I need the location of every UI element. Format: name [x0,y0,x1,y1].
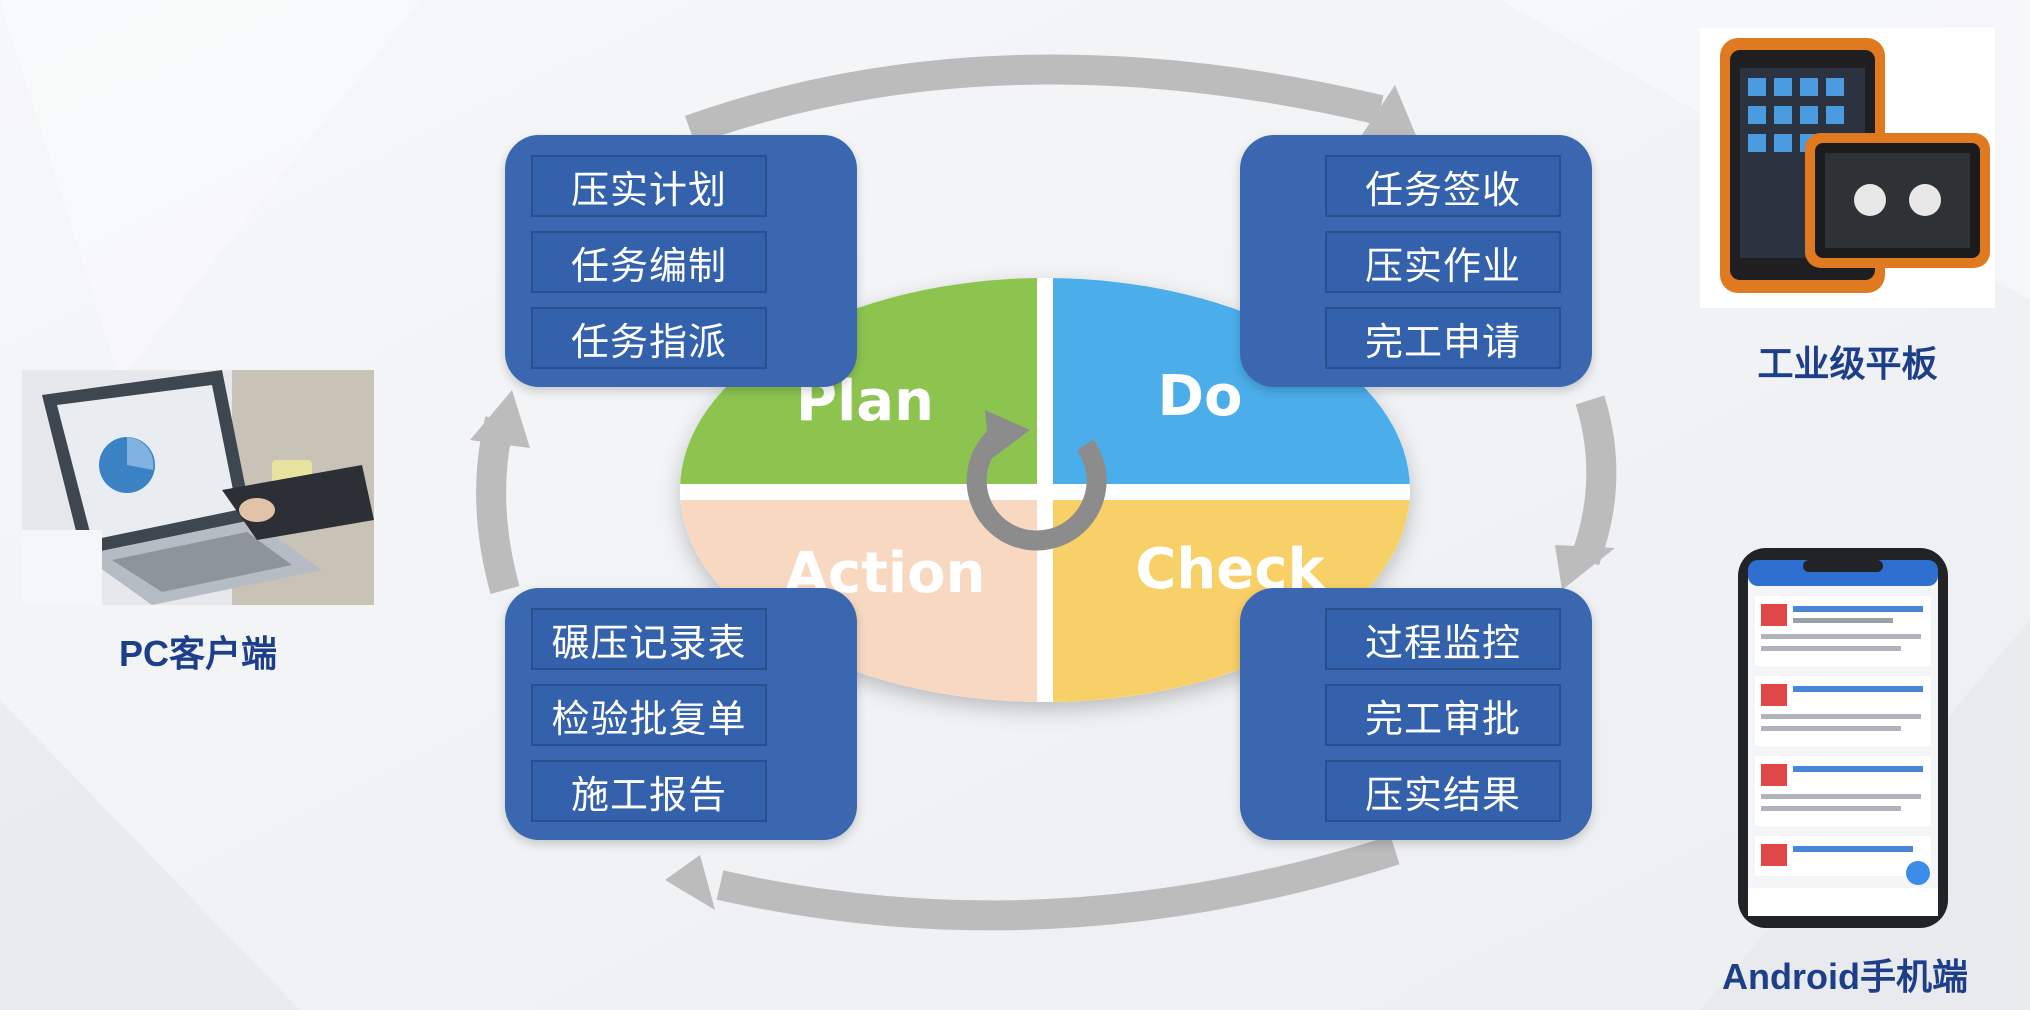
check-item: 压实结果 [1325,760,1561,822]
action-item: 碾压记录表 [531,608,767,670]
plan-item: 任务编制 [531,231,767,293]
action-item: 检验批复单 [531,684,767,746]
action-item: 施工报告 [531,760,767,822]
do-item: 压实作业 [1325,231,1561,293]
action-panel: 碾压记录表 检验批复单 施工报告 [505,588,857,840]
plan-item: 压实计划 [531,155,767,217]
do-panel: 任务签收 压实作业 完工申请 [1240,135,1592,387]
plan-panel: 压实计划 任务编制 任务指派 [505,135,857,387]
android-phone-label: Android手机端 [1705,948,1985,1000]
phone-image [1733,548,1953,928]
check-item: 完工审批 [1325,684,1561,746]
check-panel: 过程监控 完工审批 压实结果 [1240,588,1592,840]
do-label: Do [1158,364,1243,429]
do-item: 任务签收 [1325,155,1561,217]
check-item: 过程监控 [1325,608,1561,670]
pc-client-label: PC客户端 [22,625,374,677]
do-item: 完工申请 [1325,307,1561,369]
left-arrow [491,420,505,590]
pc-laptop-image [22,370,374,605]
tablet-image [1700,28,1995,308]
right-arrow [1585,400,1601,560]
plan-item: 任务指派 [531,307,767,369]
tablet-label: 工业级平板 [1700,335,1995,387]
